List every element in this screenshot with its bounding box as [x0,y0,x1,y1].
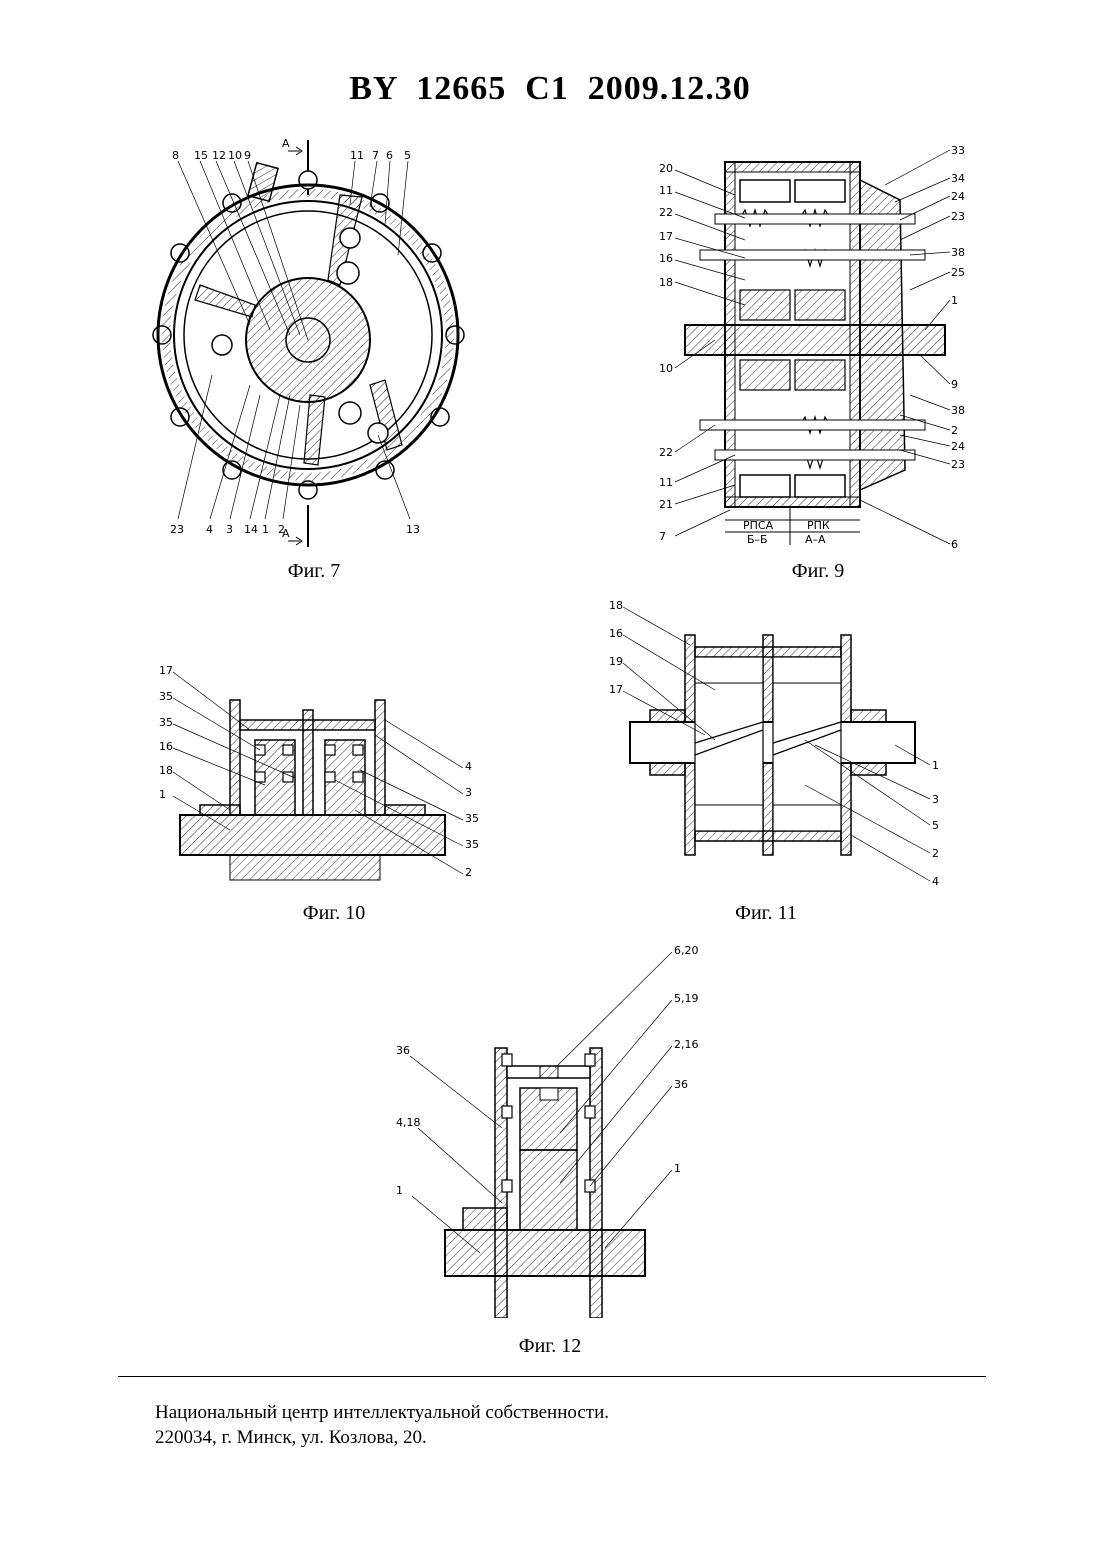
fig11-label: 16 [609,627,623,640]
fig12-label: 5,19 [674,992,699,1005]
fig9-label: 7 [659,530,666,543]
fig9-label: 11 [659,476,673,489]
fig11-label: 3 [932,793,939,806]
fig9-label: 23 [951,458,965,471]
fig12-caption: Фиг. 12 [450,1335,650,1358]
fig9-legend: РПСА [743,519,774,532]
fig9-legend: Б–Б [747,533,768,546]
fig11-label: 18 [609,599,623,612]
fig10-label: 17 [159,664,173,677]
fig11-label: 1 [932,759,939,772]
fig12-label: 1 [674,1162,681,1175]
fig12-label: 1 [396,1184,403,1197]
fig10-label: 18 [159,764,173,777]
fig9-label: 9 [951,378,958,391]
footer-divider [118,1376,986,1377]
fig9-label: 25 [951,266,965,279]
fig7-caption: Фиг. 7 [214,560,414,583]
fig7-label: 4 [206,523,213,536]
fig9-label: 34 [951,172,965,185]
fig12-label: 36 [396,1044,410,1057]
fig12-label: 2,16 [674,1038,699,1051]
footer-line-2: 220034, г. Минск, ул. Козлова, 20. [155,1425,609,1450]
fig9-label: 20 [659,162,673,175]
fig11-label: 5 [932,819,939,832]
footer-line-1: Национальный центр интеллектуальной собс… [155,1400,609,1425]
fig7-label: 6 [386,149,393,162]
fig10-label: 4 [465,760,472,773]
fig9-label: 21 [659,498,673,511]
fig12-label: 6,20 [674,944,699,957]
fig9-label: 16 [659,252,673,265]
fig9-label: 24 [951,190,965,203]
figure-9: РПСА РПК Б–Б А–А 20 11 22 17 16 18 10 22… [655,140,975,550]
fig10-label: 35 [465,812,479,825]
fig9-label: 33 [951,144,965,157]
fig7-label: 9 [244,149,251,162]
fig11-label: 17 [609,683,623,696]
fig7-label: 7 [372,149,379,162]
fig11-label: 19 [609,655,623,668]
fig10-label: 3 [465,786,472,799]
fig12-label: 4,18 [396,1116,421,1129]
fig7-label: 3 [226,523,233,536]
fig7-label: 1 [262,523,269,536]
section-mark-top: А [282,137,290,150]
fig9-caption: Фиг. 9 [718,560,918,583]
fig7-label: 14 [244,523,258,536]
footer: Национальный центр интеллектуальной собс… [155,1400,609,1450]
fig9-label: 6 [951,538,958,550]
fig9-label: 18 [659,276,673,289]
fig9-label: 2 [951,424,958,437]
figure-11: 18 16 19 17 1 3 5 2 4 [605,595,950,890]
fig9-legend: А–А [805,533,826,546]
patent-header: BY 12665 C1 2009.12.30 [0,70,1100,108]
fig9-label: 17 [659,230,673,243]
fig10-label: 2 [465,866,472,879]
fig11-label: 2 [932,847,939,860]
fig10-label: 35 [159,690,173,703]
fig12-label: 36 [674,1078,688,1091]
figure-10: 17 35 35 16 18 1 4 3 35 35 2 [155,660,485,890]
fig9-label: 23 [951,210,965,223]
fig9-label: 24 [951,440,965,453]
fig9-label: 38 [951,404,965,417]
fig9-label: 10 [659,362,673,375]
fig10-label: 35 [159,716,173,729]
fig7-label: 12 [212,149,226,162]
fig10-label: 35 [465,838,479,851]
fig9-legend: РПК [807,519,830,532]
fig7-label: 8 [172,149,179,162]
fig7-label: 13 [406,523,420,536]
fig7-label: 23 [170,523,184,536]
fig9-label: 22 [659,446,673,459]
fig10-label: 16 [159,740,173,753]
fig11-label: 4 [932,875,939,888]
fig7-label: 11 [350,149,364,162]
fig9-label: 1 [951,294,958,307]
fig11-caption: Фиг. 11 [666,902,866,925]
fig9-label: 38 [951,246,965,259]
fig7-label: 10 [228,149,242,162]
fig7-label: 5 [404,149,411,162]
figure-12: 36 4,18 1 6,20 5,19 2,16 36 1 [390,938,720,1318]
fig9-label: 22 [659,206,673,219]
fig7-label: 2 [278,523,285,536]
fig10-caption: Фиг. 10 [234,902,434,925]
fig10-label: 1 [159,788,166,801]
fig9-label: 11 [659,184,673,197]
fig7-label: 15 [194,149,208,162]
figure-7: А А 8 15 12 [140,135,480,555]
